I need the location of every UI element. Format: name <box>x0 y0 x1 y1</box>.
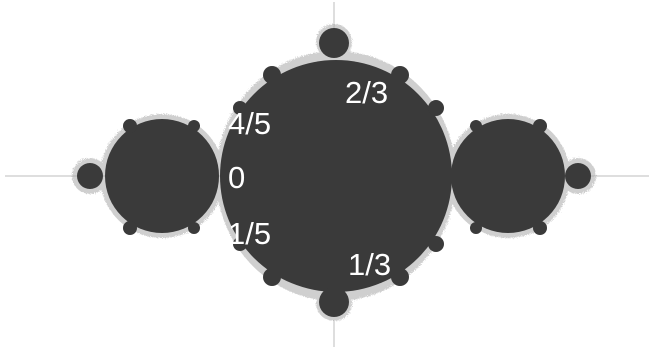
label-one-third: 1/3 <box>348 249 391 280</box>
far-right-bulb <box>565 163 591 189</box>
bottom-bulb <box>319 287 349 317</box>
set-body <box>77 28 591 317</box>
top-bulb <box>319 28 349 58</box>
label-one-fifth: 1/5 <box>228 218 271 249</box>
far-left-bulb <box>77 163 103 189</box>
right-bulb <box>451 119 565 233</box>
label-four-fifths: 4/5 <box>228 108 271 139</box>
main-bulb <box>220 60 452 292</box>
label-zero: 0 <box>228 162 245 193</box>
label-two-thirds: 2/3 <box>345 77 388 108</box>
left-bulb <box>105 119 219 233</box>
